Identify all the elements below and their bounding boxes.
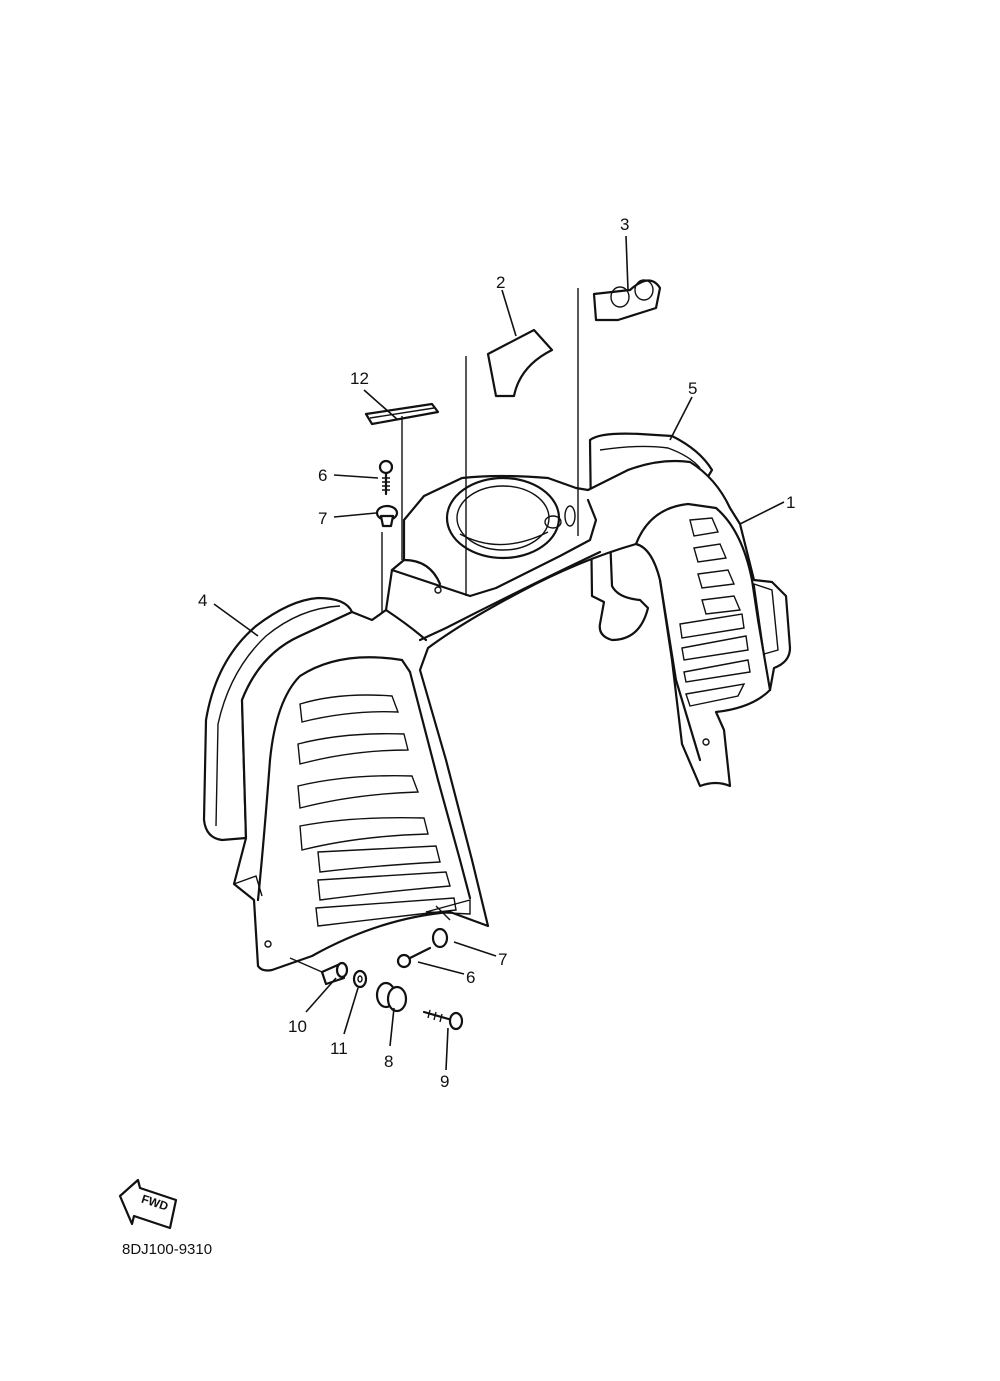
part-7-grommet-lower bbox=[431, 927, 449, 949]
callout-12: 12 bbox=[350, 369, 369, 388]
part-6-screw-lower bbox=[396, 946, 432, 969]
callout-3: 3 bbox=[620, 215, 629, 234]
fwd-arrow-icon: FWD bbox=[118, 1178, 178, 1230]
part-8-grommet bbox=[375, 981, 408, 1013]
part-12-strip bbox=[364, 402, 440, 426]
alignment-lines bbox=[289, 288, 579, 973]
part-1-front-cover bbox=[232, 459, 792, 972]
part-9-bolt bbox=[422, 1009, 464, 1031]
part-2-plate bbox=[486, 328, 554, 398]
part-3-meter-cover bbox=[592, 279, 662, 322]
drawing-code: 8DJ100-9310 bbox=[122, 1241, 212, 1258]
leader-lines bbox=[213, 235, 785, 1071]
part-11-washer bbox=[352, 969, 368, 989]
part-6-screw-upper bbox=[378, 459, 394, 496]
callout-7-lower: 7 bbox=[498, 950, 507, 969]
callout-11: 11 bbox=[330, 1039, 348, 1058]
callout-4: 4 bbox=[198, 591, 207, 610]
part-7-grommet-upper bbox=[375, 504, 399, 528]
callout-6-lower: 6 bbox=[466, 968, 475, 987]
callout-9: 9 bbox=[440, 1072, 449, 1091]
callout-6-upper: 6 bbox=[318, 466, 327, 485]
callout-7-upper: 7 bbox=[318, 509, 327, 528]
callout-10: 10 bbox=[288, 1017, 307, 1036]
callout-5: 5 bbox=[688, 379, 697, 398]
callout-2: 2 bbox=[496, 273, 505, 292]
callout-numbers: 1 2 3 4 5 6 6 7 7 8 9 10 11 12 bbox=[198, 215, 795, 1091]
part-10-collar bbox=[320, 961, 349, 986]
callout-1: 1 bbox=[786, 493, 795, 512]
callout-8: 8 bbox=[384, 1052, 393, 1071]
